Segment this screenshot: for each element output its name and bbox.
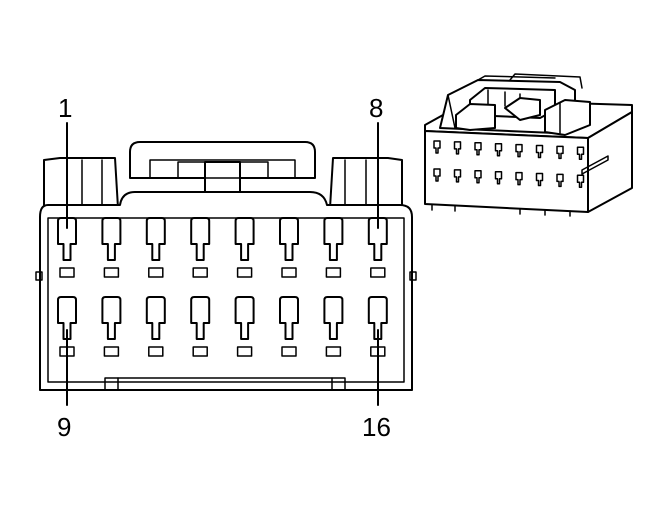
iso-right-face <box>587 111 633 213</box>
connector-isometric-view <box>424 73 633 217</box>
pin-cavity <box>57 296 77 340</box>
pin-lock-window <box>148 346 164 357</box>
iso-pin-cavity <box>433 168 441 182</box>
connector-face-view: 1 8 9 16 <box>35 93 417 442</box>
left-shoulder <box>43 157 119 211</box>
pin-cavity <box>367 217 388 261</box>
pin-cavity <box>145 296 166 340</box>
pin-cavity <box>279 296 299 340</box>
pin-lock-window <box>103 346 120 357</box>
pin-cavity <box>234 217 255 261</box>
pin-lock-window <box>281 267 297 278</box>
pin-cavity <box>190 296 211 340</box>
pin-lock-window <box>103 267 120 278</box>
connector-body <box>39 191 413 391</box>
iso-pin-cavity <box>576 174 585 189</box>
pin-lock-window <box>370 267 386 278</box>
iso-pin-cavity <box>474 170 482 184</box>
pin-cavity <box>279 217 299 261</box>
pin-cavity <box>367 296 388 340</box>
iso-pin-cavity <box>535 144 544 159</box>
bottom-pin-row <box>57 296 388 357</box>
pin-lock-window <box>325 267 342 278</box>
iso-pin-cavity <box>515 171 523 186</box>
iso-pin-cavity <box>494 142 503 157</box>
iso-pin-cavity <box>556 173 564 188</box>
pin-label-1: 1 <box>58 93 72 123</box>
pin-label-9: 9 <box>57 412 71 442</box>
pin-lock-window <box>192 267 208 278</box>
pin-cavity <box>323 296 344 340</box>
top-pin-row <box>57 217 388 278</box>
iso-bottom-pin-row <box>433 168 585 189</box>
pin-lock-window <box>59 267 75 278</box>
pin-cavity <box>101 217 122 261</box>
pin-cavity <box>57 217 77 261</box>
iso-pin-cavity <box>453 141 462 155</box>
iso-pin-cavity <box>453 169 462 183</box>
pin-label-8: 8 <box>369 93 383 123</box>
pin-lock-window <box>148 267 164 278</box>
iso-pin-cavity <box>433 140 441 154</box>
iso-pin-cavity <box>556 145 564 160</box>
pin-lock-window <box>192 346 208 357</box>
iso-front-face <box>424 130 589 213</box>
iso-pin-cavity <box>576 146 585 161</box>
iso-pin-cavity <box>535 172 544 187</box>
pin-lock-window <box>236 346 253 357</box>
iso-pin-cavity <box>494 170 503 185</box>
pin-cavity <box>145 217 166 261</box>
latch-lock <box>204 161 241 193</box>
pin-lock-window <box>325 346 342 357</box>
pin-lock-window <box>236 267 253 278</box>
iso-pin-cavity <box>474 142 482 156</box>
pin-lock-window <box>281 346 297 357</box>
pin-label-16: 16 <box>362 412 391 442</box>
iso-top-pin-row <box>433 140 585 161</box>
pin-cavity <box>323 217 344 261</box>
pin-cavity <box>190 217 211 261</box>
pin-cavity <box>101 296 122 340</box>
iso-pin-cavity <box>515 143 523 158</box>
pin-cavity <box>234 296 255 340</box>
